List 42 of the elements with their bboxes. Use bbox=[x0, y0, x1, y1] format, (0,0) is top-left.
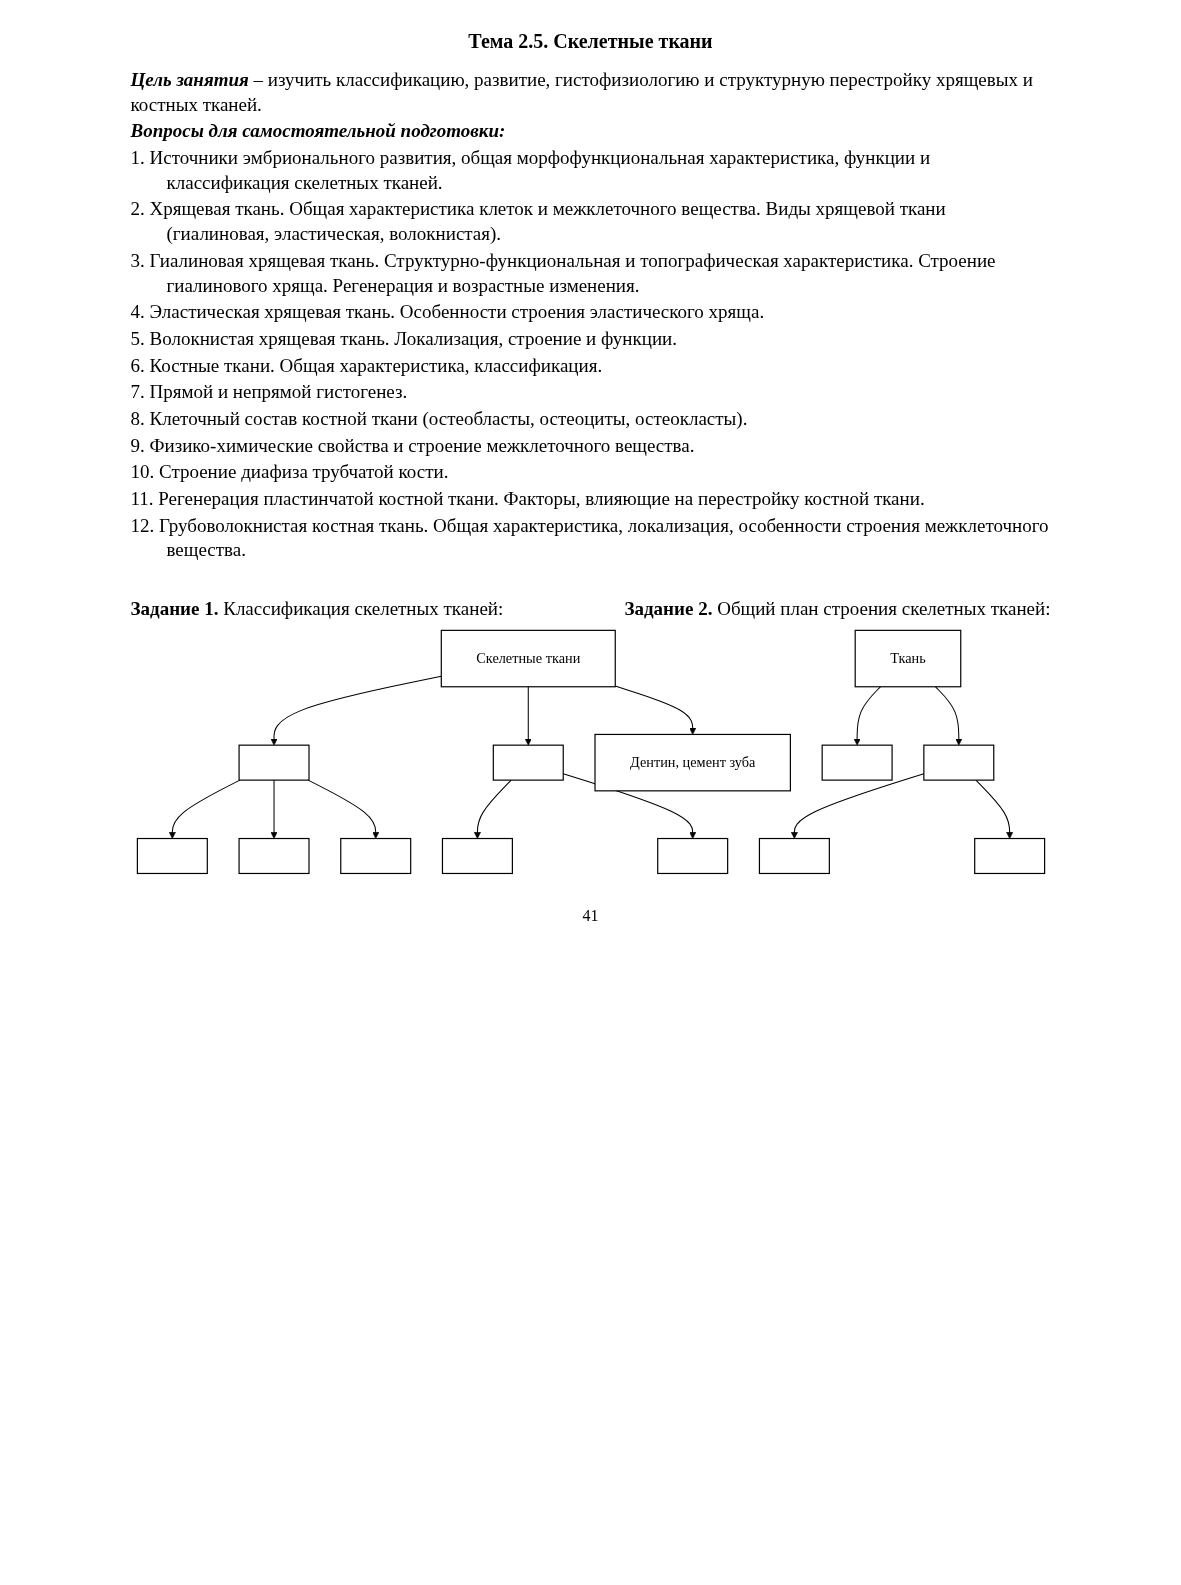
page-number: 41 bbox=[581, 906, 600, 927]
arrow bbox=[473, 779, 512, 839]
question-item: 9. Физико-химические свойства и строение межклеточного вещества. bbox=[130, 433, 696, 458]
question-item: 1. Источники эмбрионального развития, общая морфофункциональная характеристика, функции и классификация скелетных тканей. bbox=[130, 146, 932, 195]
section-heading: Вопросы для самостоятельной подготовки: bbox=[130, 119, 507, 144]
question-item: 11. Регенерация пластинчатой костной ткани. Факторы, влияющие на перестройку костной ткани. bbox=[130, 487, 926, 511]
question-item: 5. Волокнистая хрящевая ткань. Локализация, строение и функции. bbox=[130, 326, 678, 351]
question-item: 7. Прямой и непрямой гистогенез. bbox=[130, 380, 409, 405]
node-box bbox=[492, 744, 564, 781]
node-box bbox=[821, 744, 893, 781]
node-box: Дентин, цемент зуба bbox=[593, 733, 791, 792]
node-box bbox=[973, 837, 1045, 874]
arrow bbox=[853, 686, 881, 746]
arrow bbox=[168, 779, 240, 839]
node-box: Ткань bbox=[854, 629, 961, 688]
question-item: 12. Грубоволокнистая костная ткань. Общая характеристика, локализация, особенности строения межклеточного вещества. bbox=[130, 513, 1050, 563]
node-box bbox=[758, 837, 830, 874]
goal-paragraph: Цель занятия – изучить классификацию, развитие, гистофизиологию и структурную перестройку хрящевых и костных тканей. bbox=[130, 68, 1034, 117]
arrow bbox=[524, 686, 532, 746]
page-title: Тема 2.5. Скелетные ткани bbox=[467, 29, 714, 54]
question-item: 4. Эластическая хрящевая ткань. Особенности строения эластического хряща. bbox=[130, 300, 766, 325]
node-box bbox=[339, 837, 411, 874]
arrow bbox=[270, 779, 278, 839]
question-item: 8. Клеточный состав костной ткани (остеобласты, остеоциты, остеокласты). bbox=[130, 406, 749, 431]
question-item: 10. Строение диафиза трубчатой кости. bbox=[130, 460, 450, 485]
node-box bbox=[922, 744, 994, 781]
node-box bbox=[441, 837, 513, 874]
node-box bbox=[237, 744, 310, 781]
arrow bbox=[974, 779, 1013, 839]
node-box bbox=[136, 837, 208, 874]
node-box bbox=[656, 837, 728, 874]
question-item: 2. Хрящевая ткань. Общая характеристика клеток и межклеточного вещества. Виды хрящевой ткани (гиалиновая, эластическая, волокнистая). bbox=[130, 197, 947, 247]
node-box bbox=[237, 837, 310, 874]
task-heading: Задание 2. Общий план строения скелетных тканей: bbox=[624, 597, 1051, 622]
arrow bbox=[790, 772, 924, 839]
node-box: Скелетные ткани bbox=[440, 629, 616, 688]
arrow bbox=[307, 779, 379, 839]
arrow bbox=[614, 685, 696, 735]
task-heading: Задание 1. Классификация скелетных тканей: bbox=[130, 597, 504, 622]
question-item: 3. Гиалиновая хрящевая ткань. Структурно-функциональная и топографическая характеристика. Строение гиалинового хряща. Регенерация и возрастные изменения. bbox=[130, 248, 997, 298]
arrow bbox=[934, 686, 962, 746]
question-item: 6. Костные ткани. Общая характеристика, классификация. bbox=[130, 353, 604, 378]
